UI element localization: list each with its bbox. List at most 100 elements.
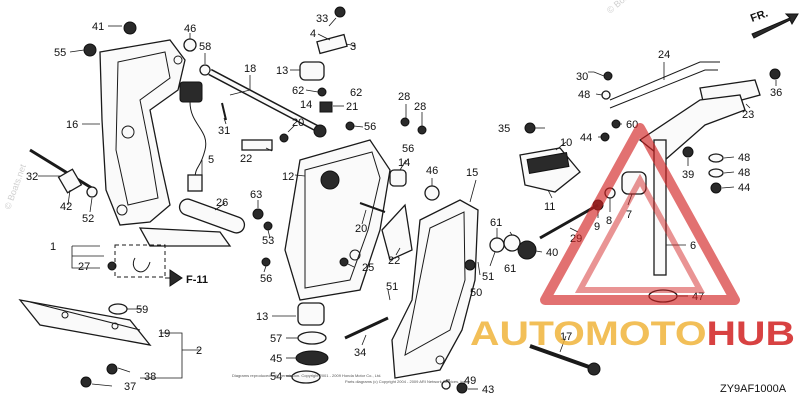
- callout-57: 57: [270, 333, 282, 345]
- callout-26: 26: [216, 197, 228, 209]
- bolt-37: [80, 376, 92, 388]
- bracket-19: [18, 299, 152, 346]
- callout-42: 42: [60, 201, 72, 213]
- callout-41: 41: [92, 21, 104, 33]
- bolt-17: [529, 344, 593, 370]
- bolt-17-head: [587, 362, 601, 376]
- bushing-7: [621, 171, 647, 195]
- bushing-46: [183, 38, 197, 52]
- nut-43: [456, 382, 468, 394]
- bolt-32: [29, 148, 96, 192]
- callout-13: 13: [276, 65, 288, 77]
- callout-46: 46: [184, 23, 196, 35]
- bushing-13-lower: [297, 302, 325, 326]
- seal-45: [295, 350, 329, 366]
- callout-22-a: 22: [240, 153, 252, 165]
- callout-49: 49: [464, 375, 476, 387]
- nut-63: [252, 208, 264, 220]
- callout-55: 55: [54, 47, 66, 59]
- callout-9: 9: [594, 221, 600, 233]
- callout-19: 19: [158, 328, 170, 340]
- grease-fitting-21: [319, 101, 333, 113]
- callout-labels: 41 55 46 58 18 33 4 3 13 62 62 14 21 56 …: [26, 13, 782, 396]
- nut-44-right: [710, 182, 722, 194]
- bolt-28-a: [400, 117, 410, 127]
- callout-53: 53: [262, 235, 274, 247]
- callout-51-b: 51: [482, 271, 494, 283]
- callout-36: 36: [770, 87, 782, 99]
- callout-40: 40: [546, 247, 558, 259]
- callout-31: 31: [218, 125, 230, 137]
- callout-1: 1: [50, 241, 56, 253]
- callout-4: 4: [310, 28, 316, 40]
- direction-label: FR.: [749, 7, 770, 24]
- collar-59: [108, 303, 128, 315]
- washer-52: [86, 186, 98, 198]
- callout-20-b: 20: [355, 223, 367, 235]
- callout-32: 32: [26, 171, 38, 183]
- callout-2: 2: [196, 345, 202, 357]
- callout-7: 7: [626, 209, 632, 221]
- callout-14-mid: 14: [398, 157, 410, 169]
- bolt-20-lower: [359, 202, 386, 213]
- callout-37: 37: [124, 381, 136, 393]
- callout-58: 58: [199, 41, 211, 53]
- nut-30: [603, 71, 613, 81]
- nut-53: [263, 221, 273, 231]
- plate-22-lower: [381, 203, 413, 261]
- callout-44-a: 44: [580, 132, 592, 144]
- nut-56-upper: [345, 121, 355, 131]
- trim-switch-5: [179, 81, 207, 192]
- callout-56-a: 56: [364, 121, 376, 133]
- bracket-22-upper: [241, 139, 273, 151]
- callout-13-b: 13: [256, 311, 268, 323]
- callout-11: 11: [544, 201, 555, 213]
- screw-27: [107, 261, 117, 271]
- ref-f11-label: F-11: [186, 274, 208, 286]
- callout-44-b: 44: [738, 182, 750, 194]
- callout-52: 52: [82, 213, 94, 225]
- direction-indicator: FR.: [749, 7, 799, 39]
- washer-48-a: [708, 153, 724, 163]
- callout-39: 39: [682, 169, 694, 181]
- callout-61-b: 61: [504, 263, 516, 275]
- bolt-44-top: [600, 132, 610, 142]
- washer-46-center: [424, 185, 440, 201]
- washer-54: [291, 370, 321, 384]
- callout-46-b: 46: [426, 165, 438, 177]
- callout-25: 25: [362, 262, 374, 274]
- callout-15: 15: [466, 167, 478, 179]
- callout-5: 5: [208, 154, 214, 166]
- nut-56-lower: [261, 257, 271, 267]
- tilt-shaft-18: [208, 68, 327, 138]
- callout-22-b: 22: [388, 255, 400, 267]
- callout-59: 59: [136, 304, 148, 316]
- diagram-code: ZY9AF1000A: [720, 383, 787, 395]
- callout-12: 12: [282, 171, 294, 183]
- callout-28-a: 28: [398, 91, 410, 103]
- callout-62-b: 62: [350, 87, 362, 99]
- callout-16: 16: [66, 119, 78, 131]
- callout-14-top: 14: [300, 99, 312, 111]
- callout-10: 10: [560, 137, 572, 149]
- copyright-line-1: Diagrams reproduced with permission. Cop…: [232, 373, 381, 378]
- stern-bracket-right: [391, 199, 479, 379]
- bolt-20: [279, 133, 289, 143]
- callout-48-c: 48: [738, 167, 750, 179]
- callout-24: 24: [658, 49, 670, 61]
- bolt-33: [334, 6, 346, 18]
- spacer-42: [57, 168, 83, 194]
- callout-6: 6: [690, 240, 696, 252]
- washer-57: [297, 331, 327, 345]
- ref-f11: [114, 244, 183, 287]
- nut-36: [769, 68, 781, 80]
- callout-17: 17: [560, 331, 572, 343]
- plate-3: [316, 33, 348, 55]
- washer-58: [199, 64, 211, 76]
- nut-40: [517, 240, 537, 260]
- watermark-logo: [540, 123, 740, 305]
- callout-45: 45: [270, 353, 282, 365]
- callout-56-c: 56: [402, 143, 414, 155]
- washer-61-a: [489, 237, 505, 253]
